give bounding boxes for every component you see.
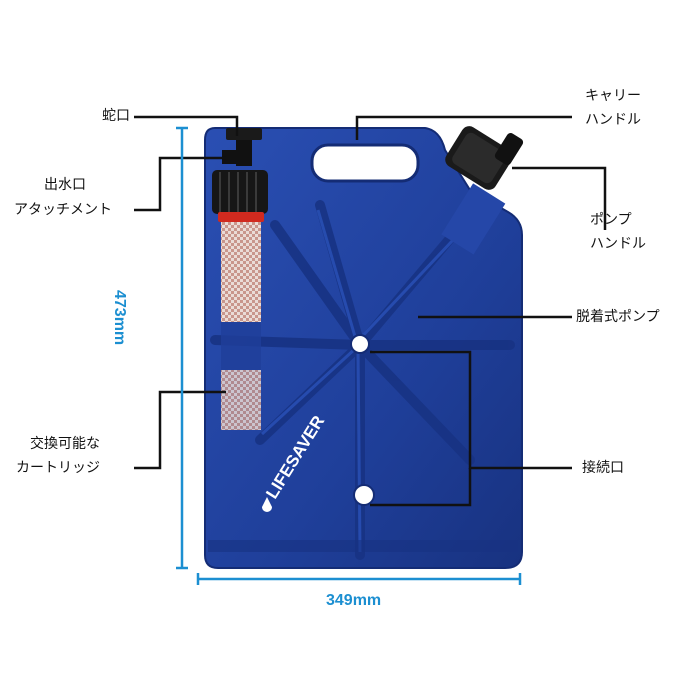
dimension-width: 349mm	[326, 592, 382, 609]
connector-hole-bottom	[353, 484, 375, 506]
filter-cartridge	[212, 170, 268, 430]
carry-handle-opening	[310, 143, 420, 183]
label-outlet-line1: 出水口	[44, 177, 86, 193]
label-pump-handle-line2: ハンドル	[590, 236, 646, 252]
dimension-height: 473mm	[111, 290, 128, 346]
water-drop-icon	[262, 497, 272, 512]
connector-hole-top	[350, 334, 370, 354]
label-connector: 接続口	[582, 460, 624, 476]
label-cartridge-line1: 交換可能な	[30, 436, 100, 452]
label-faucet: 蛇口	[102, 108, 130, 124]
label-outlet-line2: アタッチメント	[14, 202, 112, 218]
leader-lines	[134, 115, 607, 507]
label-pump: 脱着式ポンプ	[576, 309, 660, 325]
label-carry-handle-line1: キャリー	[585, 88, 641, 104]
faucet	[222, 128, 262, 166]
label-carry-handle-line2: ハンドル	[585, 112, 641, 128]
label-pump-handle-line1: ポンプ	[590, 212, 632, 228]
dimension-lines	[176, 126, 522, 585]
label-cartridge-line2: カートリッジ	[16, 460, 100, 476]
pump-handle-cap	[441, 126, 524, 255]
